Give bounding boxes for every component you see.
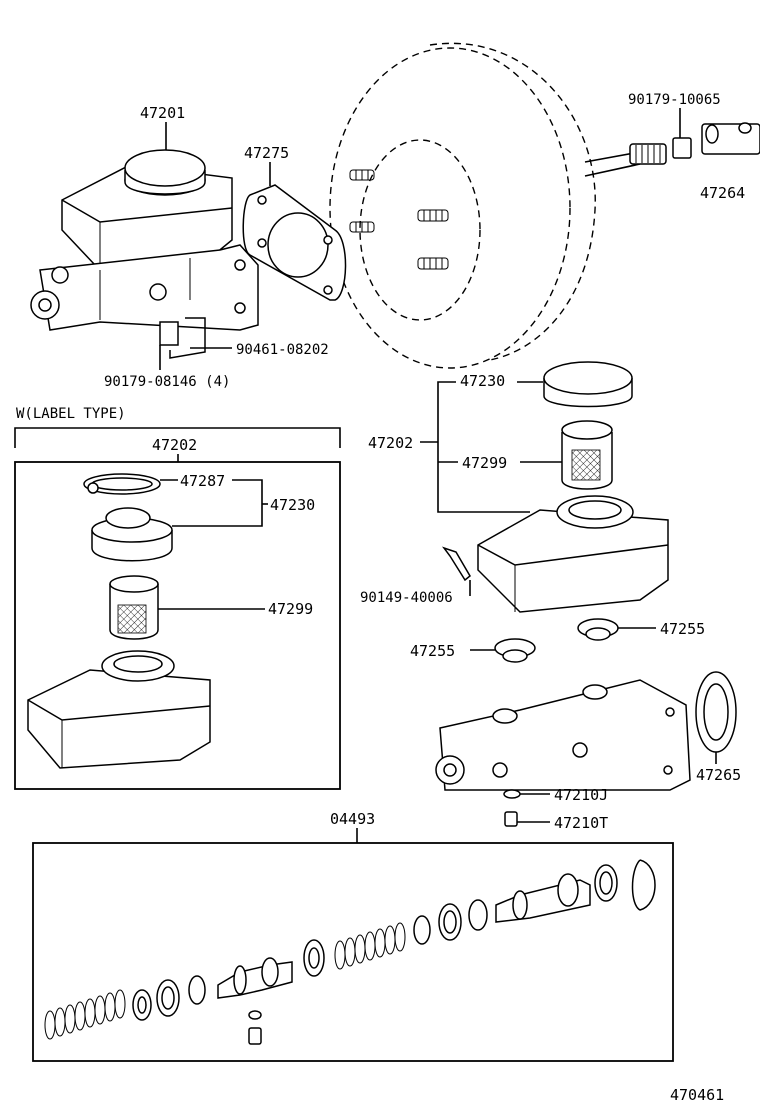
- repair-kit-box: [32, 842, 674, 1062]
- label-47230-right: 47230: [460, 372, 505, 390]
- label-47255-left: 47255: [410, 642, 455, 660]
- label-47299-left: 47299: [268, 600, 313, 618]
- label-90179-08146: 90179-08146 (4): [104, 374, 230, 390]
- master-cylinder-assembly: [30, 149, 259, 359]
- diagram-id: 470461: [670, 1086, 724, 1104]
- label-90461-08202: 90461-08202: [236, 342, 329, 358]
- label-47202-right: 47202: [368, 434, 413, 452]
- push-rod: [584, 137, 692, 177]
- clevis: [701, 122, 760, 155]
- gasket: [242, 184, 347, 301]
- brake-booster: [329, 42, 760, 369]
- label-47255-right: 47255: [660, 620, 705, 638]
- label-47265: 47265: [696, 766, 741, 784]
- label-47299-right: 47299: [462, 454, 507, 472]
- label-47201: 47201: [140, 104, 185, 122]
- label-type-box: [14, 427, 341, 790]
- label-47264: 47264: [700, 184, 745, 202]
- label-47202-left: 47202: [152, 436, 197, 454]
- label-47230-left: 47230: [270, 496, 315, 514]
- label-47275: 47275: [244, 144, 289, 162]
- leader-lines: [158, 108, 717, 843]
- label-w-label-type: W(LABEL TYPE): [16, 406, 126, 422]
- part-number-labels: 47201 47275 90179-10065 47264 90461-0820…: [16, 92, 745, 1104]
- label-90179-10065: 90179-10065: [628, 92, 721, 108]
- label-47210j: 47210J: [554, 786, 608, 804]
- cylinder-body-right: [435, 671, 737, 827]
- label-04493: 04493: [330, 810, 375, 828]
- label-47210t: 47210T: [554, 814, 608, 832]
- label-90149-40006: 90149-40006: [360, 590, 453, 606]
- label-47287: 47287: [180, 472, 225, 490]
- reservoir-right: [441, 361, 669, 663]
